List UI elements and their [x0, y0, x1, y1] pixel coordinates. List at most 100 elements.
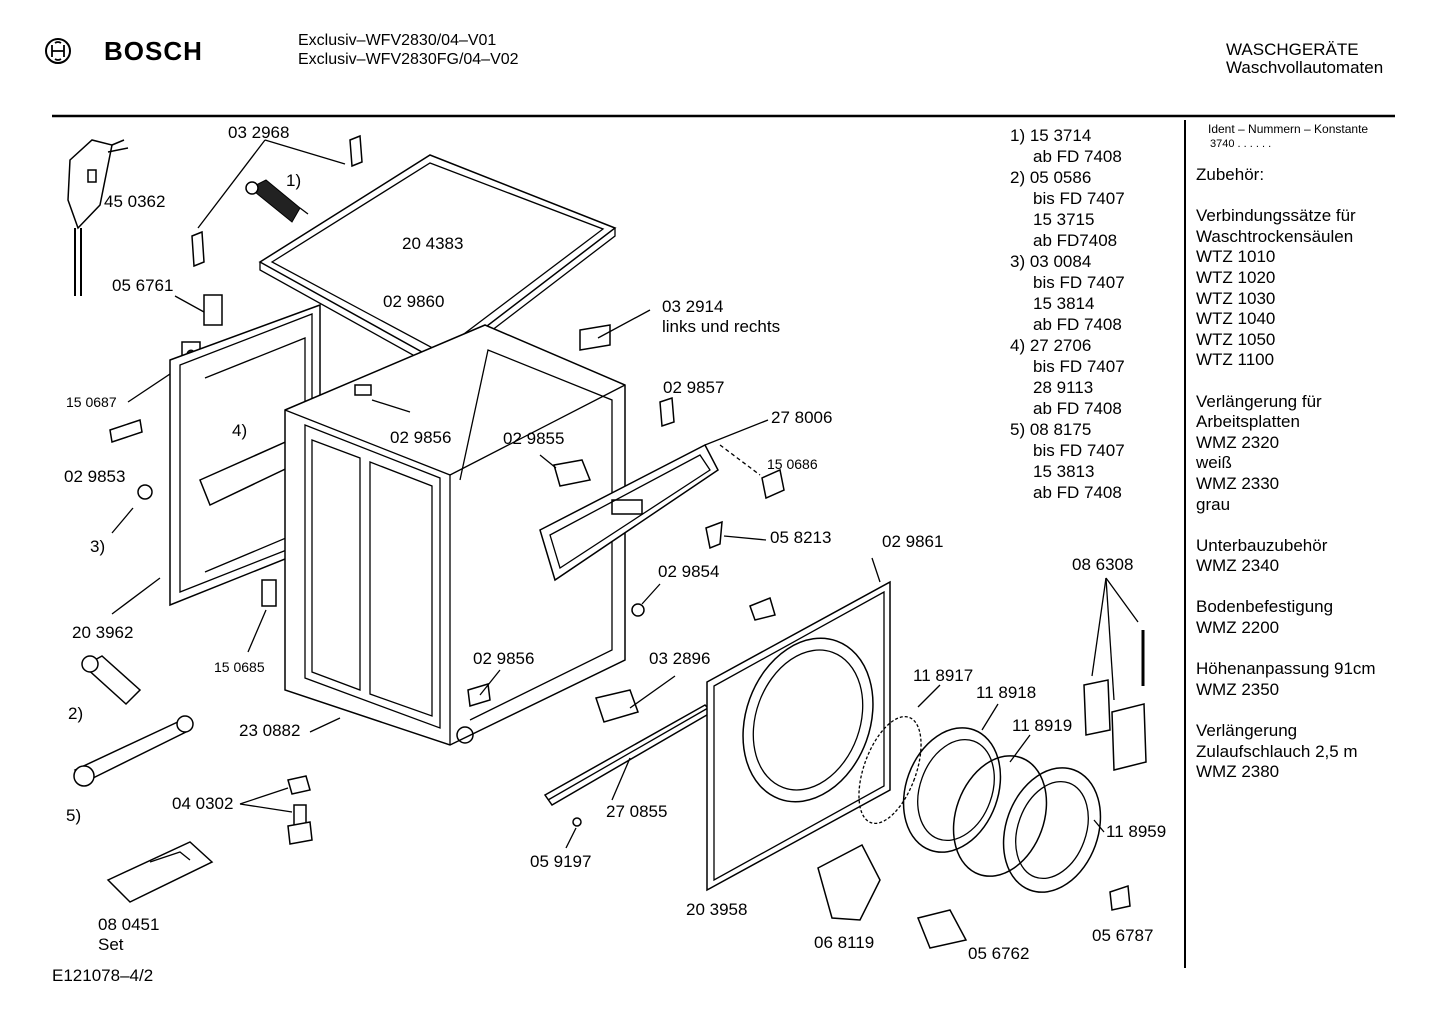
label-056787: 05 6787 [1092, 926, 1154, 945]
nut-part [631, 603, 645, 617]
accessory-line: grau [1196, 494, 1231, 514]
footnote-line: 1) 15 3714 [1010, 126, 1092, 145]
bolt-nut-part [287, 775, 313, 845]
accessory-line: WMZ 2340 [1196, 556, 1280, 576]
accessory-line [1196, 371, 1376, 392]
fittings-part [1083, 630, 1147, 771]
accessory-line: WMZ 2320 [1196, 432, 1280, 452]
gasket-ring-part [858, 715, 922, 825]
footnote-line: ab FD 7408 [1033, 399, 1122, 418]
category-title: WASCHGERÄTE [1226, 40, 1359, 59]
accessory-line: WTZ 1020 [1196, 267, 1276, 287]
ident-label: Ident – Nummern – Konstante [1208, 122, 1369, 136]
label-118918: 11 8918 [976, 683, 1037, 702]
pouch-part [817, 843, 881, 921]
accessory-line [1196, 639, 1376, 660]
accessory-line: WTZ 1100 [1196, 350, 1275, 370]
label-056762: 05 6762 [968, 944, 1030, 963]
label-029860: 02 9860 [383, 292, 445, 311]
label-080451-set: Set [98, 935, 124, 954]
accessory-line [1196, 700, 1376, 721]
label-230882: 23 0882 [239, 721, 301, 740]
hinge-part [109, 419, 143, 443]
label-footnote-1: 1) [286, 171, 302, 190]
shim-set-part [106, 841, 214, 903]
label-footnote-4: 4) [232, 421, 248, 440]
label-058213: 05 8213 [770, 528, 832, 547]
footnote-line: 5) 08 8175 [1010, 420, 1092, 439]
accessory-line: WTZ 1040 [1196, 309, 1276, 329]
top-panel-part [258, 154, 617, 371]
label-059197: 05 9197 [530, 852, 592, 871]
label-080451: 08 0451 [98, 915, 160, 934]
door-hinge-part [595, 689, 639, 723]
cabinet-part [284, 324, 626, 746]
label-086308: 08 6308 [1072, 555, 1134, 574]
label-029855: 02 9855 [503, 429, 565, 448]
footnote-line: 4) 27 2706 [1010, 336, 1092, 355]
footnote-line: 2) 05 0586 [1010, 168, 1092, 187]
accessory-line: Bodenbefestigung [1196, 597, 1334, 617]
accessory-line: Waschtrockensäulen [1196, 226, 1354, 246]
drawing-id: E121078–4/2 [52, 966, 154, 985]
label-150687: 15 0687 [66, 394, 117, 410]
hook-part [705, 520, 723, 550]
accessory-line [1196, 515, 1376, 536]
label-032968: 03 2968 [228, 123, 290, 142]
model-line-2: Exclusiv–WFV2830FG/04–V02 [298, 51, 519, 68]
footnote-line: 15 3813 [1033, 462, 1095, 481]
ident-value: 3740 . . . . . . [1210, 138, 1272, 150]
power-plug-part [67, 139, 129, 296]
accessory-line: WTZ 1050 [1196, 329, 1276, 349]
footnote-line: 3) 03 0084 [1010, 252, 1092, 271]
label-029854: 02 9854 [658, 562, 720, 581]
porthole-glass-part [952, 755, 1048, 877]
label-032914-note: links und rechts [662, 317, 781, 336]
accessory-line: Verlängerung für [1196, 391, 1322, 411]
label-204383: 20 4383 [402, 234, 464, 253]
bosch-logo-icon [44, 37, 72, 65]
label-032896: 03 2896 [649, 649, 711, 668]
label-032914: 03 2914 [662, 297, 724, 316]
valve-part [245, 179, 309, 223]
accessory-line: weiß [1196, 453, 1232, 473]
label-118917: 11 8917 [913, 666, 974, 685]
label-footnote-2: 2) [68, 704, 84, 723]
accessory-line: Arbeitsplatten [1196, 412, 1300, 432]
wrench-part [73, 715, 194, 787]
label-029853: 02 9853 [64, 467, 126, 486]
bracket-part-2 [749, 596, 776, 621]
accessory-line: WMZ 2200 [1196, 618, 1280, 638]
label-150685: 15 0685 [214, 659, 265, 675]
label-029856a: 02 9856 [390, 428, 452, 447]
label-118959: 11 8959 [1106, 822, 1167, 841]
label-118919: 11 8919 [1012, 716, 1073, 735]
model-line-1: Exclusiv–WFV2830/04–V01 [298, 32, 497, 49]
accessory-line: Höhenanpassung 91cm [1196, 659, 1376, 679]
bellows-part [902, 727, 1002, 853]
footnotes-list: 1) 15 3714 ab FD 7408 2) 05 0586 bis FD … [1010, 125, 1125, 503]
label-278006: 27 8006 [771, 408, 833, 427]
footnote-line: ab FD 7408 [1033, 483, 1122, 502]
label-203962: 20 3962 [72, 623, 134, 642]
latch-part [553, 459, 592, 487]
filter-part [261, 579, 277, 607]
footnote-line: ab FD7408 [1033, 231, 1118, 250]
footnote-line: ab FD 7408 [1033, 315, 1122, 334]
accessory-line: Zubehör: [1196, 165, 1265, 184]
accessory-line: WTZ 1030 [1196, 288, 1276, 308]
clip-part [191, 134, 363, 268]
lock-part [659, 396, 675, 428]
accessory-line: WMZ 2380 [1196, 762, 1280, 782]
accessories-list: Zubehör: Verbindungssätze für Waschtrock… [1196, 165, 1376, 783]
label-029856b: 02 9856 [473, 649, 535, 668]
label-029861: 02 9861 [882, 532, 944, 551]
label-450362: 45 0362 [104, 192, 166, 211]
accessory-line: Verlängerung [1196, 721, 1298, 741]
rail-part [543, 704, 714, 806]
front-panel-part [706, 580, 891, 892]
footnote-line: bis FD 7407 [1033, 189, 1125, 208]
subcategory-title: Waschvollautomaten [1226, 58, 1384, 77]
knob-part [1109, 884, 1131, 911]
